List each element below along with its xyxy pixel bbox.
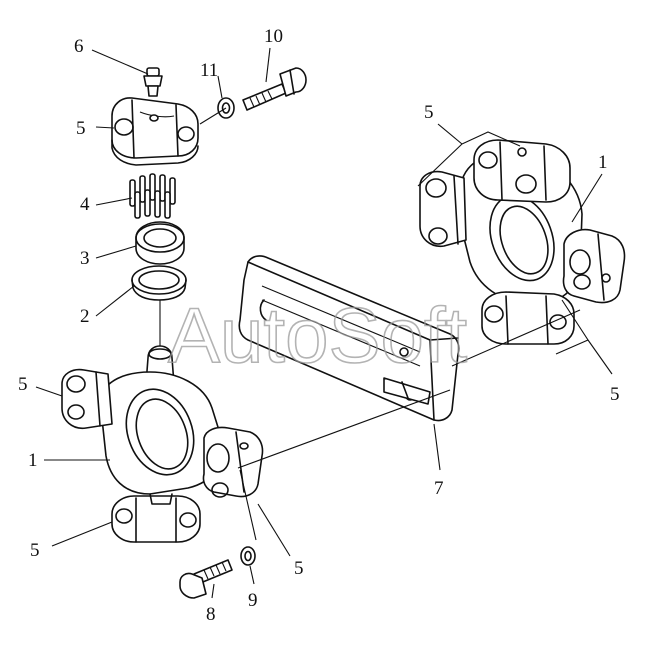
callout-1-right: 1: [598, 152, 608, 173]
part-10-bolt: [242, 67, 307, 111]
part-8-bolt: [179, 559, 233, 599]
leader-lines: [35, 47, 613, 599]
watermark-text: AutoSoft: [168, 291, 468, 379]
callout-4: 4: [80, 194, 90, 215]
callout-6: 6: [74, 36, 84, 57]
callout-1-left: 1: [28, 450, 38, 471]
callouts: 6 5 11 10 4 3 2 5 1 5 5 8 9 7 5 1 5: [18, 26, 620, 625]
callout-5-bottom-mid: 5: [294, 558, 304, 579]
part-1-spider-right: [419, 139, 626, 345]
callout-5-bottom-left: 5: [30, 540, 40, 561]
callout-2: 2: [80, 306, 90, 327]
callout-3: 3: [80, 248, 90, 269]
callout-11: 11: [200, 60, 218, 81]
part-4-needle-rollers: [129, 173, 176, 219]
callout-5-right: 5: [610, 384, 620, 405]
callout-5-top-right: 5: [424, 102, 434, 123]
part-3-bearing-cup: [135, 221, 185, 265]
callout-8: 8: [206, 604, 216, 625]
callout-7: 7: [434, 478, 444, 499]
part-7-center-bar: [238, 255, 460, 422]
part-9-washer: [240, 546, 256, 566]
part-5-cap-block-top: [111, 97, 199, 166]
part-1-spider-left: [61, 345, 264, 543]
callout-9: 9: [248, 590, 258, 611]
part-2-seal-ring: [131, 265, 187, 301]
part-6-grease-fitting: [143, 67, 163, 97]
callout-10: 10: [264, 26, 283, 47]
assembly-lines: [159, 107, 581, 541]
callout-5-mid-left: 5: [18, 374, 28, 395]
callout-5-top-left: 5: [76, 118, 86, 139]
